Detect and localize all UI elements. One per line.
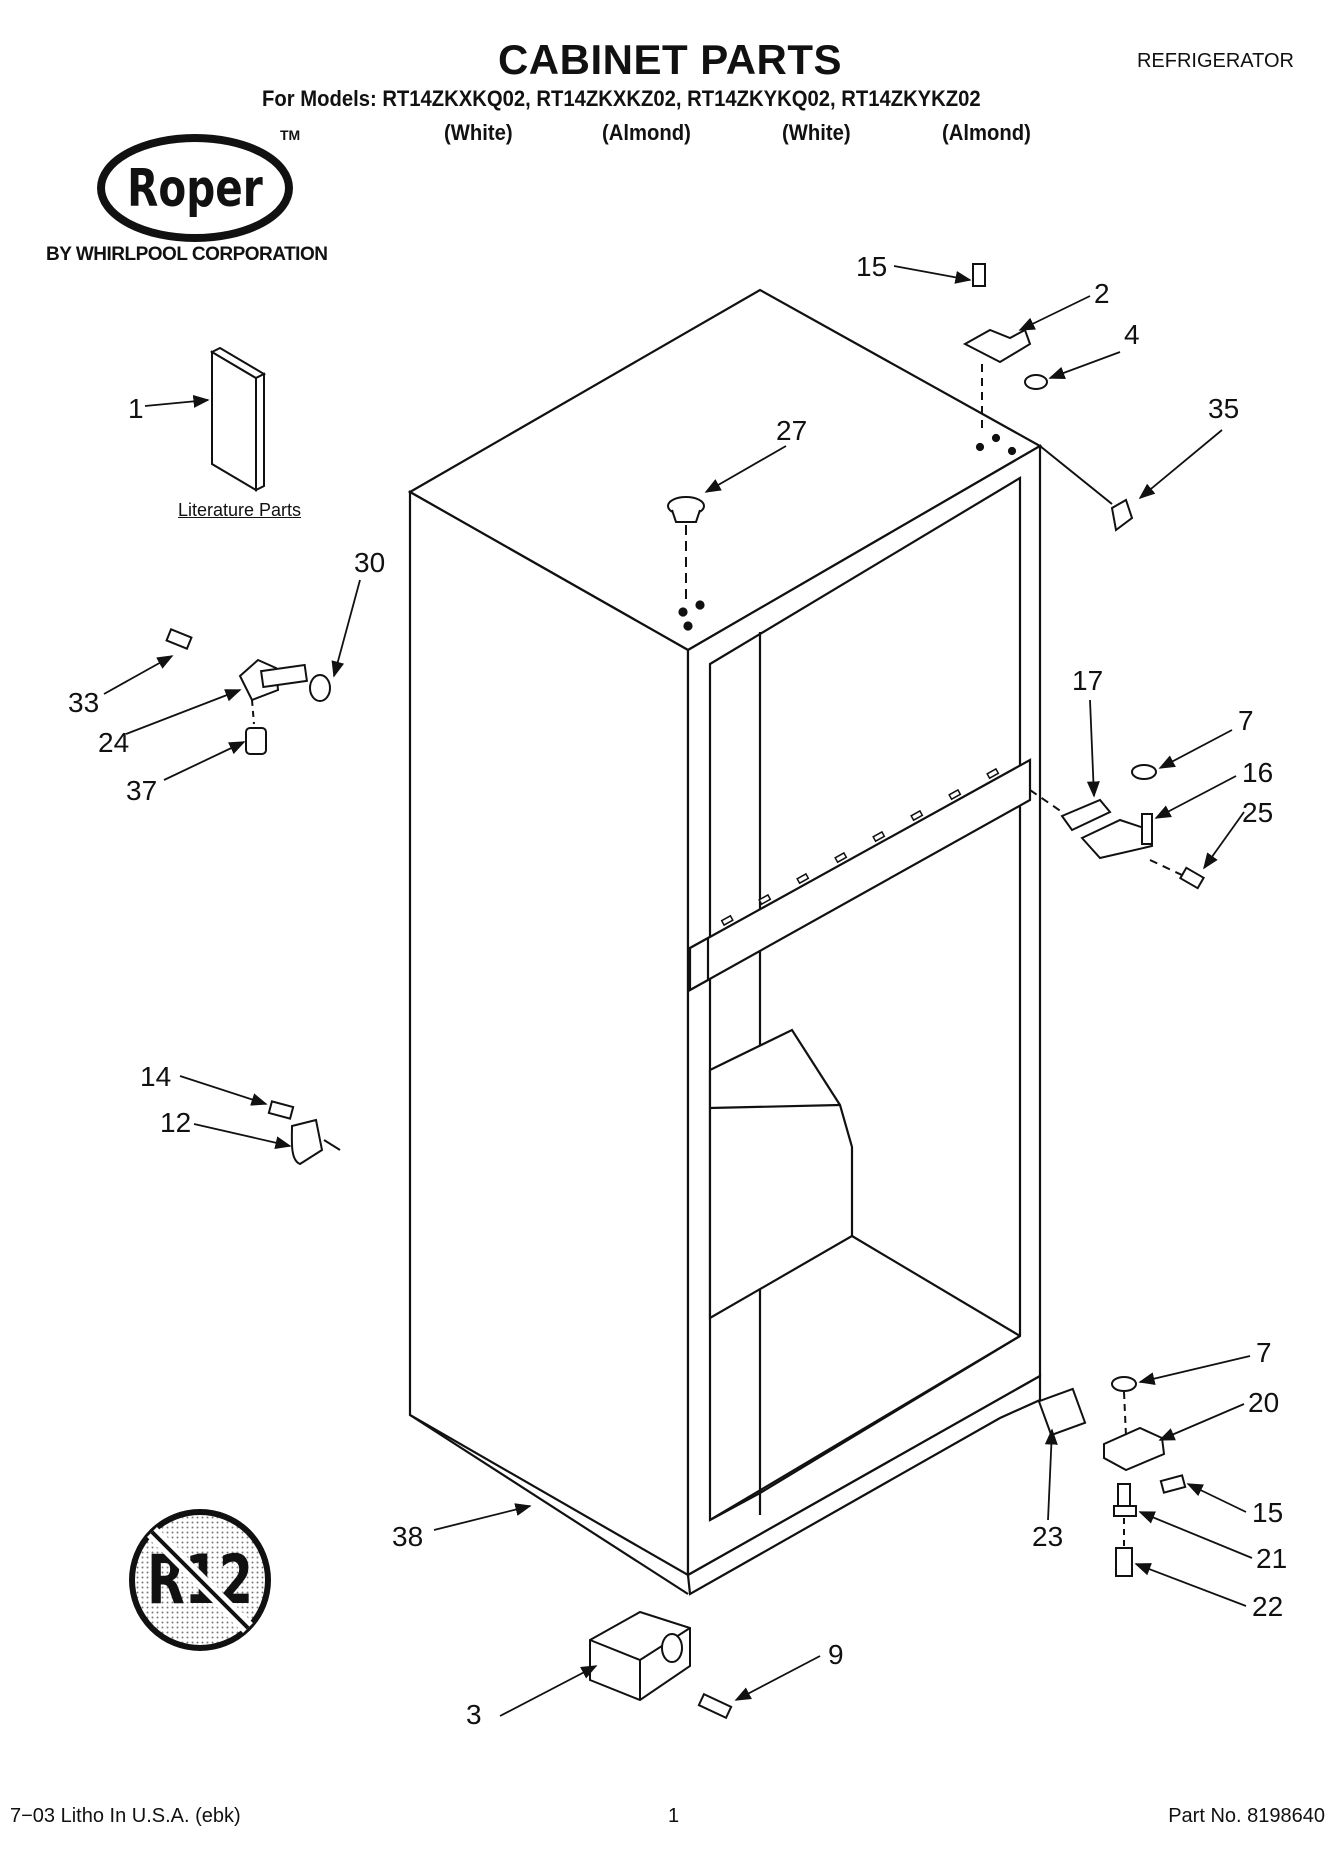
no-r12-symbol: R12 [129,1509,271,1651]
callout-16: 16 [1242,757,1273,788]
callout-23: 23 [1032,1521,1063,1552]
model-color-2: (Almond) [602,120,691,145]
callout-9: 9 [828,1639,844,1670]
product-category: REFRIGERATOR [1136,50,1294,72]
footer-page-number: 1 [668,1805,680,1827]
callout-15a: 15 [856,251,887,282]
callout-33: 33 [68,687,99,718]
brand-subtitle: BY WHIRLPOOL CORPORATION [46,244,328,265]
callout-14: 14 [140,1061,171,1092]
callout-7a: 7 [1238,705,1254,736]
page-title: CABINET PARTS [497,36,843,83]
trademark-mark: TM [280,127,300,143]
callout-30: 30 [354,547,385,578]
left-hinge-assembly [165,628,331,755]
top-hinge-assembly [962,263,1134,532]
center-hinge-assembly [1029,764,1206,890]
callout-12: 12 [160,1107,191,1138]
door-stop-clip [267,1100,341,1166]
footer-print-info: 7−03 Litho In U.S.A. (ebk) [10,1805,241,1827]
callout-labels: 1 2 3 4 7 7 9 12 14 15 15 16 17 20 21 22… [68,251,1287,1730]
model-color-3: (White) [782,120,851,145]
callout-2: 2 [1094,278,1110,309]
logo-text: Roper [127,158,263,218]
callout-24: 24 [98,727,129,758]
literature-parts-label: Literature Parts [178,500,302,520]
callout-3: 3 [466,1699,482,1730]
callout-38: 38 [392,1521,423,1552]
callout-25: 25 [1242,797,1273,828]
callout-22: 22 [1252,1591,1283,1622]
callout-37: 37 [126,775,157,806]
cabinet-body [407,288,1043,1596]
leveling-foot-assembly [589,1610,733,1720]
callout-21: 21 [1256,1543,1287,1574]
callout-1: 1 [128,393,144,424]
model-color-1: (White) [444,120,513,145]
cabinet-plug-part [667,496,705,600]
literature-booklet-part [209,346,267,492]
models-line: For Models: RT14ZKXKQ02, RT14ZKXKZ02, RT… [262,86,981,111]
rail-slots [720,767,1000,927]
footer-part-number: Part No. 8198640 [1168,1805,1325,1827]
model-color-4: (Almond) [942,120,1031,145]
callout-17: 17 [1072,665,1103,696]
bottom-hinge-assembly [1037,1376,1187,1577]
leader-arrows [103,265,1253,1717]
callout-15b: 15 [1252,1497,1283,1528]
callout-7b: 7 [1256,1337,1272,1368]
callout-20: 20 [1248,1387,1279,1418]
callout-27: 27 [776,415,807,446]
callout-4: 4 [1124,319,1140,350]
roper-logo: Roper TM [97,127,300,242]
callout-35: 35 [1208,393,1239,424]
